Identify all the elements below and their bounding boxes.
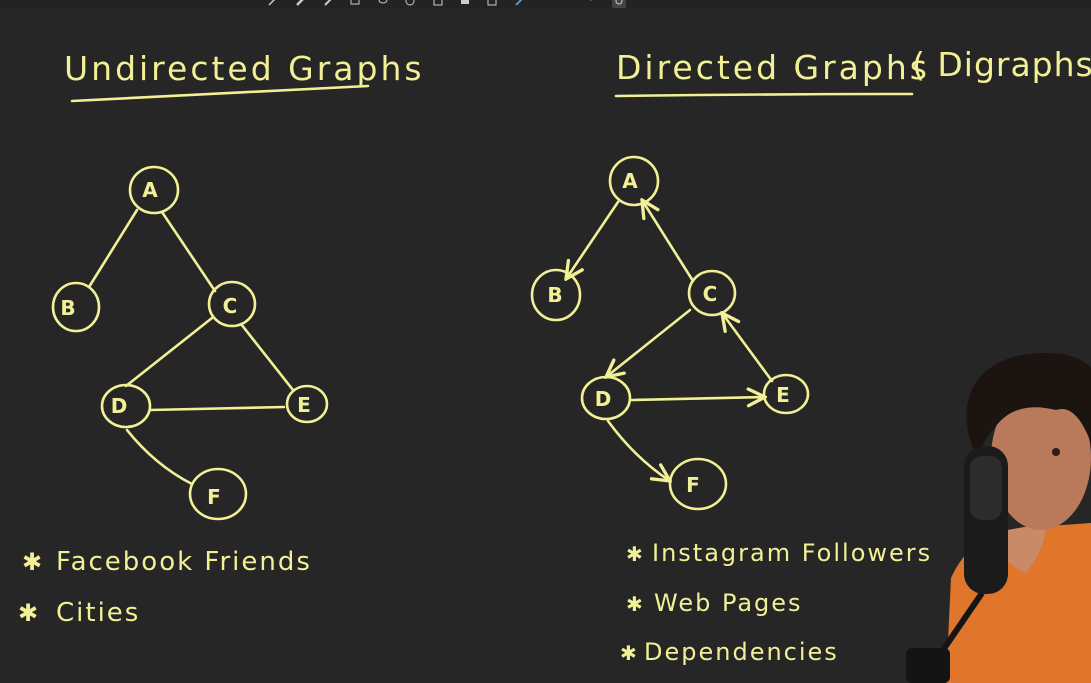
edge-d-f bbox=[125, 428, 194, 486]
mic-arm bbox=[938, 591, 985, 655]
node-a-label: A bbox=[142, 178, 158, 202]
node-c-label: C bbox=[703, 282, 718, 306]
edge-a-b bbox=[87, 208, 139, 289]
node-a bbox=[608, 155, 660, 207]
node-f-label: F bbox=[207, 485, 221, 509]
node-b bbox=[530, 268, 582, 322]
star-icon: ✱ bbox=[626, 592, 643, 616]
edge-c-d bbox=[124, 316, 214, 388]
example-web-pages: Web Pages bbox=[654, 589, 803, 617]
image-icon[interactable] bbox=[431, 0, 445, 8]
node-c bbox=[687, 269, 737, 317]
star-icon: ✱ bbox=[18, 599, 38, 627]
example-facebook-friends: Facebook Friends bbox=[56, 547, 312, 577]
edge-a-c bbox=[160, 210, 217, 293]
edge-d-to-e bbox=[630, 397, 765, 400]
node-d-label: D bbox=[111, 394, 128, 418]
shapes-icon[interactable] bbox=[403, 0, 417, 8]
annotation-toolbar bbox=[0, 0, 1091, 9]
eraser-icon[interactable] bbox=[348, 0, 362, 8]
settings-icon[interactable] bbox=[612, 0, 626, 8]
insert-icon[interactable] bbox=[485, 0, 499, 8]
mic-stand-base bbox=[906, 648, 950, 683]
undirected-graph: A B C D E F bbox=[51, 165, 329, 521]
pen-icon[interactable] bbox=[266, 0, 280, 8]
edge-a-to-b bbox=[566, 200, 620, 279]
star-icon: ✱ bbox=[620, 641, 637, 665]
marker-icon[interactable] bbox=[321, 0, 335, 8]
node-d bbox=[580, 375, 632, 421]
edge-c-e bbox=[239, 322, 295, 392]
text-icon[interactable] bbox=[458, 0, 472, 8]
directed-graph: A B C D E F bbox=[530, 155, 810, 511]
example-instagram-followers: Instagram Followers bbox=[652, 539, 932, 567]
directed-title: Directed Graphs bbox=[616, 48, 930, 87]
node-b bbox=[51, 281, 101, 333]
undirected-examples: ✱ Facebook Friends ✱ Cities bbox=[18, 547, 312, 628]
star-icon: ✱ bbox=[626, 542, 643, 566]
node-e-label: E bbox=[297, 393, 311, 417]
node-b-label: B bbox=[547, 283, 562, 307]
edge-e-to-c bbox=[722, 313, 774, 383]
node-e bbox=[285, 384, 329, 424]
color-pen-icon[interactable] bbox=[512, 0, 526, 8]
edge-d-to-f bbox=[606, 419, 670, 481]
edge-c-to-a bbox=[642, 200, 695, 283]
node-c bbox=[207, 280, 257, 328]
directed-subtitle: ( Digraphs) bbox=[912, 45, 1091, 84]
node-d-label: D bbox=[595, 387, 612, 411]
directed-title-underline bbox=[614, 92, 914, 98]
presenter-webcam bbox=[906, 352, 1091, 683]
node-c-label: C bbox=[223, 294, 238, 318]
undirected-title: Undirected Graphs bbox=[64, 49, 425, 88]
node-e-label: E bbox=[776, 383, 790, 407]
presenter-face bbox=[991, 386, 1091, 530]
edge-d-e bbox=[148, 405, 286, 412]
example-cities: Cities bbox=[56, 598, 140, 628]
node-a bbox=[128, 165, 180, 215]
node-d bbox=[100, 383, 152, 429]
node-e bbox=[762, 373, 810, 415]
edge-c-to-d bbox=[606, 308, 692, 377]
presenter-hair bbox=[966, 352, 1091, 458]
lasso-icon[interactable] bbox=[376, 0, 390, 8]
node-a-label: A bbox=[622, 169, 638, 193]
node-f bbox=[188, 467, 248, 521]
node-f-label: F bbox=[686, 473, 700, 497]
example-dependencies: Dependencies bbox=[644, 638, 839, 666]
directed-examples: ✱ Instagram Followers ✱ Web Pages ✱ Depe… bbox=[620, 539, 932, 666]
node-f bbox=[668, 457, 728, 511]
microphone-grille bbox=[970, 456, 1002, 520]
node-b-label: B bbox=[60, 296, 75, 320]
highlighter-icon[interactable] bbox=[294, 0, 308, 8]
star-icon: ✱ bbox=[22, 548, 42, 576]
undirected-title-underline bbox=[70, 84, 370, 103]
presenter-eye bbox=[1052, 448, 1060, 456]
